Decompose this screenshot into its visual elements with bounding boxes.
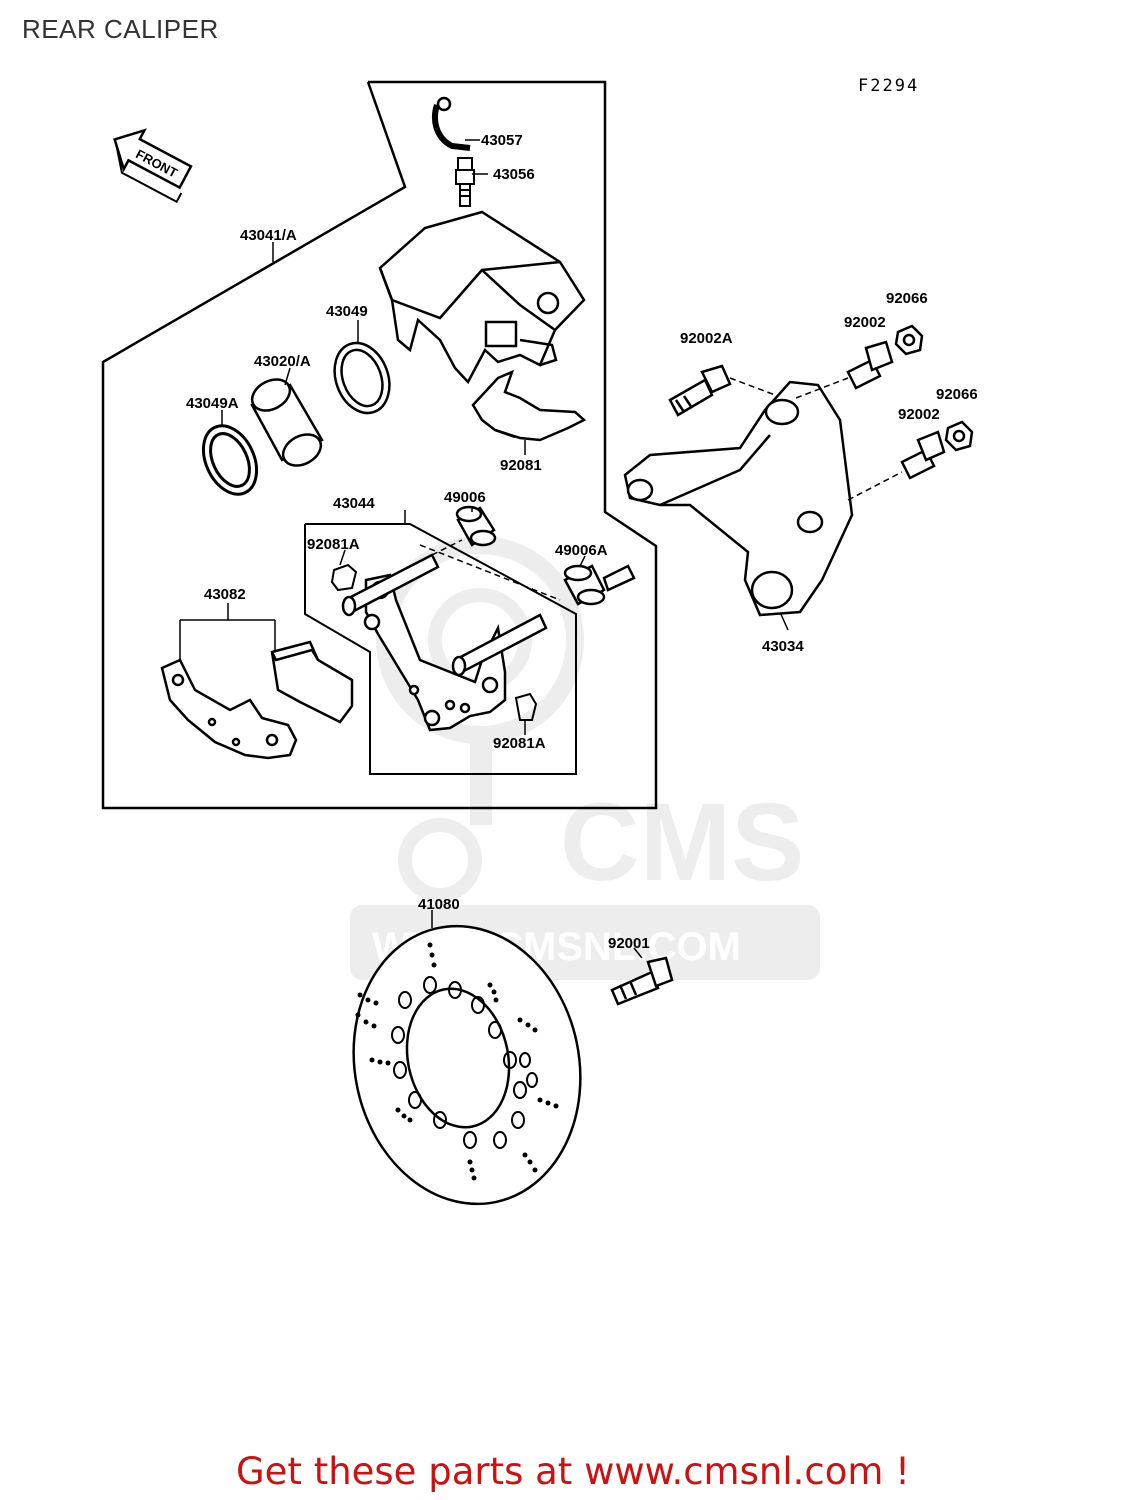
pad-clip-upper <box>330 563 358 592</box>
bleeder-cap <box>431 96 471 151</box>
label-43034: 43034 <box>762 638 804 655</box>
pad-clip-lower <box>514 692 538 721</box>
pad-spring <box>471 369 587 442</box>
page-title: REAR CALIPER <box>22 14 219 44</box>
dust-seal <box>201 424 259 496</box>
label-43044: 43044 <box>333 495 375 512</box>
label-41080: 41080 <box>418 896 460 913</box>
label-92081a-top: 92081A <box>307 536 360 553</box>
brake-pad-outer <box>270 640 354 724</box>
mount-nut-lower <box>944 420 974 452</box>
figure-code: F2294 <box>858 76 920 96</box>
label-92081a-bottom: 92081A <box>493 735 546 752</box>
label-43049: 43049 <box>326 303 368 320</box>
mount-bolt-lower <box>847 430 946 501</box>
label-43020a: 43020/A <box>254 353 311 370</box>
bracket-subassembly-outline <box>304 523 577 775</box>
cms-watermark: CMS WWW.CMSNL.COM <box>350 536 820 980</box>
label-43041a: 43041/A <box>240 227 297 244</box>
label-43057: 43057 <box>481 132 523 149</box>
label-92002-top: 92002 <box>844 314 886 331</box>
label-92002-bottom: 92002 <box>898 406 940 423</box>
label-49006: 49006 <box>444 489 486 506</box>
piston-seal <box>333 341 391 415</box>
label-92002a: 92002A <box>680 330 733 347</box>
torque-link-bolt <box>668 364 776 417</box>
label-92081: 92081 <box>500 457 542 474</box>
slide-pin-lower <box>419 544 561 677</box>
pin-boot-upper <box>455 505 497 547</box>
mount-nut-upper <box>894 324 924 356</box>
label-49006a: 49006A <box>555 542 608 559</box>
cta-link[interactable]: Get these parts at www.cmsnl.com ! <box>235 1450 910 1493</box>
label-43082: 43082 <box>204 586 246 603</box>
caliper-assembly-outline <box>101 80 658 810</box>
piston <box>250 378 324 467</box>
brake-disc <box>352 924 582 1206</box>
bleeder-valve <box>455 157 475 207</box>
torque-link-bracket <box>623 380 854 617</box>
slide-pin-upper <box>341 539 463 617</box>
watermark-brand: CMS <box>560 781 804 904</box>
mount-bolt-upper <box>795 340 894 399</box>
label-43056: 43056 <box>493 166 535 183</box>
label-92066-top: 92066 <box>886 290 928 307</box>
part-labels: 43057 43056 43041/A 43049 43020/A 43049A… <box>186 132 978 952</box>
label-92066-bottom: 92066 <box>936 386 978 403</box>
label-43049a: 43049A <box>186 395 239 412</box>
brake-pad-inner <box>160 658 298 760</box>
caliper-body <box>378 210 586 385</box>
leader-lines <box>179 139 789 959</box>
label-92001: 92001 <box>608 935 650 952</box>
disc-bolt <box>610 956 674 1006</box>
front-arrow: FRONT <box>113 128 193 204</box>
pin-boot-lower <box>563 564 636 606</box>
